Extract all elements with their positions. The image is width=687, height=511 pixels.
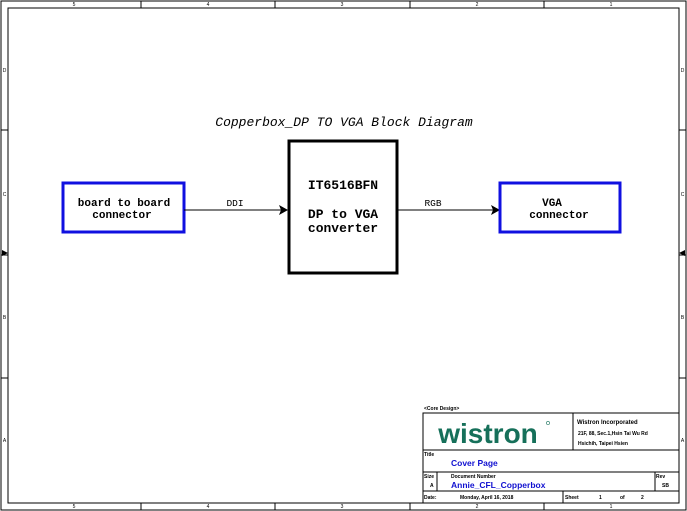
chip-function-line1: DP to VGA [308, 207, 378, 222]
company-address-line2: Hsichih, Taipei Hsien [578, 441, 628, 447]
row-label-a-right: A [681, 438, 685, 444]
company-address-line1: 21F, 88, Sec.1,Hsin Tai Wu Rd [578, 431, 648, 437]
arrow-head-ddi [279, 205, 288, 215]
col-label-5: 5 [73, 2, 76, 8]
col-label-2: 2 [476, 2, 479, 8]
row-label-b-right: B [681, 315, 685, 321]
chip-function-line2: converter [308, 221, 378, 236]
title-block: <Core Design> wistron Wistron Incorporat… [422, 406, 680, 504]
date-label: Date: [424, 495, 437, 501]
registered-mark-icon [546, 421, 550, 425]
rev-label: Rev [656, 474, 665, 480]
title-label: Title [424, 452, 434, 458]
title-block-group-label: <Core Design> [424, 406, 459, 412]
date-value: Monday, April 16, 2018 [460, 495, 514, 501]
block-sink-line2: connector [529, 210, 588, 222]
arrow-head-rgb [491, 205, 500, 215]
of-label: of [620, 495, 625, 501]
column-labels: 5 4 3 2 1 5 4 3 2 1 [73, 2, 613, 510]
block-source-line2: connector [92, 210, 151, 222]
diagram-title: Copperbox_DP TO VGA Block Diagram [215, 115, 473, 130]
logo-text: wistron [437, 418, 538, 449]
block-source-line1: board to board [78, 198, 170, 210]
row-ticks [1, 129, 686, 379]
title-value: Cover Page [451, 458, 498, 468]
signal-label-ddi: DDI [226, 198, 243, 209]
block-vga-connector[interactable]: VGA connector [498, 181, 622, 234]
col-label-1: 1 [610, 2, 613, 8]
company-name: Wistron Incorporated [577, 420, 638, 426]
size-value: A [430, 483, 434, 489]
docnum-label: Document Number [451, 474, 496, 480]
col-label-2-bottom: 2 [476, 504, 479, 510]
row-label-c: C [3, 192, 7, 198]
row-label-c-right: C [681, 192, 685, 198]
row-label-d: D [3, 68, 7, 74]
block-it6516bfn-converter[interactable]: IT6516BFN DP to VGA converter [287, 139, 399, 275]
row-labels: D C B A D C B A [3, 68, 685, 444]
block-sink-line1: VGA [542, 198, 562, 210]
link-ddi: DDI [184, 198, 288, 215]
center-marker-right [679, 250, 685, 256]
docnum-value: Annie_CFL_Copperbox [451, 480, 546, 490]
row-label-a: A [3, 438, 7, 444]
col-label-4-bottom: 4 [207, 504, 210, 510]
center-marker-left [2, 250, 8, 256]
column-ticks [140, 1, 545, 510]
sheet-value: 1 [599, 495, 602, 501]
col-label-3-bottom: 3 [341, 504, 344, 510]
col-label-3: 3 [341, 2, 344, 8]
signal-label-rgb: RGB [424, 198, 441, 209]
chip-part-number: IT6516BFN [308, 178, 378, 193]
of-value: 2 [641, 495, 644, 501]
size-label: Size [424, 474, 434, 480]
sheet-label: Sheet [565, 495, 579, 501]
block-board-to-board-connector[interactable]: board to board connector [61, 181, 186, 234]
row-label-b: B [3, 315, 7, 321]
col-label-5-bottom: 5 [73, 504, 76, 510]
link-rgb: RGB [397, 198, 500, 215]
col-label-4: 4 [207, 2, 210, 8]
wistron-logo: wistron [437, 418, 550, 449]
row-label-d-right: D [681, 68, 685, 74]
col-label-1-bottom: 1 [610, 504, 613, 510]
rev-value: SB [662, 483, 669, 489]
